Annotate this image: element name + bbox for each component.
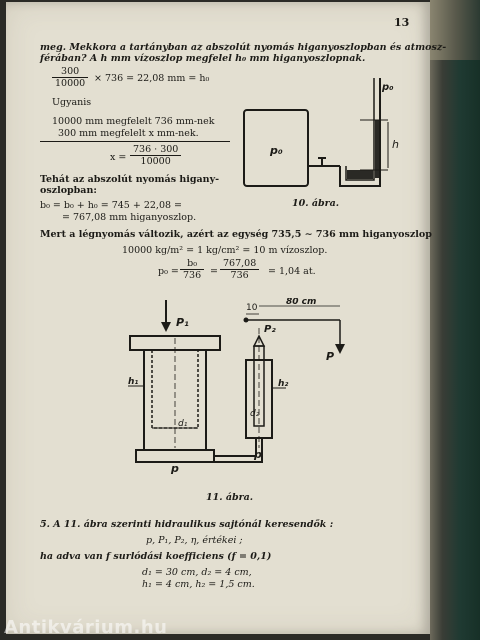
eq1-fraction: 300 10000 [52, 66, 89, 89]
tehat-line-1: Tehát az abszolút nyomás higany- [40, 174, 220, 185]
eq5-numerator-2: 767,08 [220, 258, 260, 270]
intro-line-2: férában? A h mm vízoszlop megfelel h₀ mm… [40, 53, 366, 64]
eq1-numerator: 300 [52, 66, 89, 78]
d2-label: d₂ [250, 409, 260, 419]
book-spine-top [430, 0, 480, 60]
mercury-fill [347, 170, 373, 179]
pressure-label-left: p [170, 462, 179, 475]
ugyanis-text: Ugyanis [52, 97, 92, 108]
figure-11-diagram: P₁ d₁ h₁ p d₂ h₂ p 10 80 cm P P₂ [128, 298, 345, 475]
task-line-4: d₁ = 30 cm, d₂ = 4 cm, [142, 567, 252, 578]
proportion-rule [40, 141, 230, 142]
force-p-arrowhead [335, 344, 345, 354]
eq2-lhs: x = [110, 152, 127, 163]
proportion-line-2: 300 mm megfelelt x mm-nek. [58, 128, 199, 139]
eq2-fraction: 736 · 300 10000 [130, 144, 182, 167]
eq2-numerator: 736 · 300 [130, 144, 182, 156]
task-line-1: 5. A 11. ábra szerinti hidraulikus sajtó… [40, 519, 334, 530]
tank [243, 109, 309, 187]
eq5-denominator-1: 736 [183, 270, 202, 281]
proportion-line-1: 10000 mm megfelelt 736 mm-nek [52, 116, 215, 127]
eq5-numerator-1: b₀ [180, 258, 205, 270]
page-number: 13 [394, 16, 410, 29]
figure-10-caption: 10. ábra. [292, 198, 340, 209]
d1-label: d₁ [178, 419, 188, 429]
force-p1-arrowhead [161, 322, 171, 332]
task-line-2: p, P₁, P₂, η, értékei ; [146, 535, 243, 546]
book-spine [430, 0, 480, 640]
eq5-equals: = [210, 266, 218, 277]
book-page: 13 meg. Mekkora a tartányban az abszolút… [6, 2, 446, 634]
mert-line: Mert a légnyomás változik, azért az egys… [40, 229, 432, 240]
height-label: h [392, 138, 399, 151]
eq5-fraction-1: b₀ 736 [180, 258, 205, 281]
figure-10-diagram: p₀ p₀ h [243, 78, 399, 187]
unit-equation: 10000 kg/m² = 1 kg/cm² = 10 m vízoszlop. [122, 245, 328, 256]
connecting-pipe-11 [214, 438, 263, 463]
dim-80cm-label: 80 cm [286, 298, 316, 307]
tank-pressure-label: p₀ [269, 144, 283, 157]
p1-label: P₁ [176, 316, 189, 329]
pressure-label-right: p [253, 448, 262, 461]
lever-pivot [243, 317, 249, 323]
eq4-line: = 767,08 mm higanyoszlop. [62, 212, 197, 223]
u-tube-inner [345, 78, 375, 181]
figure-11-caption: 11. ábra. [206, 492, 254, 503]
eq1-rest: × 736 = 22,08 mm = h₀ [94, 73, 210, 84]
h2-label: h₂ [278, 379, 288, 389]
large-cylinder-base [135, 449, 215, 463]
eq1-denominator: 10000 [55, 78, 86, 89]
dim-10-label: 10 [246, 303, 258, 313]
mercury-column [375, 120, 379, 178]
intro-line-1: meg. Mekkora a tartányban az abszolút ny… [40, 42, 447, 53]
eq2-denominator: 10000 [140, 156, 171, 167]
tehat-line-2: oszlopban: [40, 185, 97, 196]
tube-pressure-label: p₀ [381, 82, 394, 93]
eq5-fraction-2: 767,08 736 [220, 258, 260, 281]
h1-label: h₁ [128, 377, 138, 387]
eq5-denominator-2: 736 [230, 270, 249, 281]
u-tube-outer [339, 78, 381, 187]
eq5-rest: = 1,04 at. [268, 266, 316, 277]
task-line-5: h₁ = 4 cm, h₂ = 1,5 cm. [142, 579, 255, 590]
p2-label: P₂ [264, 324, 276, 335]
watermark: Antikvárium.hu [4, 617, 168, 638]
task-line-3: ha adva van f surlódási koefficiens (f =… [40, 551, 272, 562]
p-label: P [326, 350, 334, 363]
eq3-line: b₀ = b₀ + h₀ = 745 + 22,08 = [40, 200, 183, 211]
eq5-lhs: p₀ = [158, 266, 179, 277]
